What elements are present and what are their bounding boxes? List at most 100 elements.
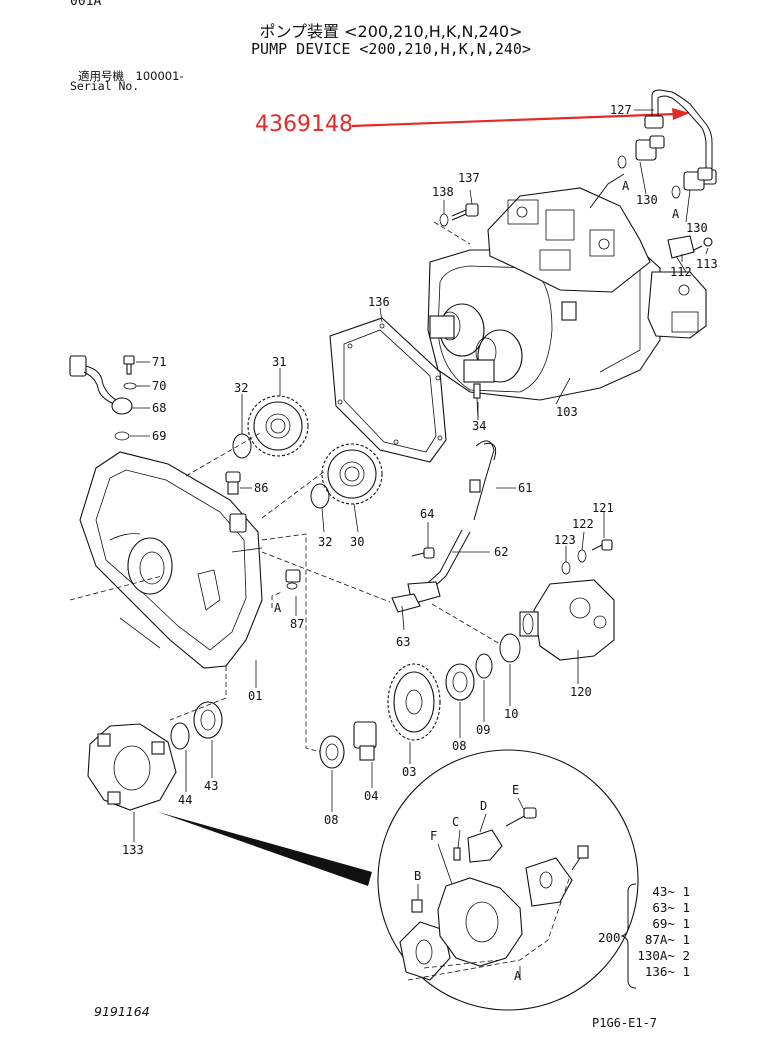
callout-03: 03 bbox=[402, 765, 416, 779]
kit-row: 136~ 1 bbox=[644, 964, 690, 979]
page-reference: P1G6-E1-7 bbox=[592, 1016, 658, 1030]
spider-element-detail[interactable] bbox=[437, 877, 523, 967]
callout-69: 69 bbox=[152, 429, 166, 443]
callout-ref-a-upper: A bbox=[622, 179, 630, 193]
callout-136: 136 bbox=[368, 295, 390, 309]
bearing-43[interactable] bbox=[193, 701, 223, 739]
callout-43: 43 bbox=[204, 779, 218, 793]
callout-70: 70 bbox=[152, 379, 166, 393]
serial-label-english: Serial No. bbox=[70, 79, 140, 93]
callout-34: 34 bbox=[472, 419, 486, 433]
callout-130-lower: 130 bbox=[686, 221, 708, 235]
callout-64: 64 bbox=[420, 507, 434, 521]
o-ring-123[interactable] bbox=[561, 561, 571, 575]
callout-113: 113 bbox=[696, 257, 718, 271]
pin-34[interactable] bbox=[473, 383, 481, 421]
gasket-63[interactable] bbox=[391, 593, 421, 613]
shaft-04[interactable] bbox=[353, 721, 377, 761]
coupling-block-detail[interactable] bbox=[453, 807, 537, 863]
bolt-113[interactable] bbox=[693, 237, 713, 251]
kit-number: 200 bbox=[598, 930, 621, 945]
gasket-136[interactable] bbox=[329, 317, 447, 463]
plug-87[interactable] bbox=[285, 569, 301, 590]
callout-130-upper: 130 bbox=[636, 193, 658, 207]
bearing-08-upper[interactable] bbox=[445, 663, 475, 701]
callout-120: 120 bbox=[570, 685, 592, 699]
snap-ring-44[interactable] bbox=[170, 722, 190, 750]
callout-87: 87 bbox=[290, 617, 304, 631]
bolt-137[interactable] bbox=[451, 203, 479, 221]
callout-ref-a-detail: A bbox=[514, 969, 522, 983]
gear-30[interactable] bbox=[321, 443, 383, 505]
callout-86: 86 bbox=[254, 481, 268, 495]
coupling-133[interactable] bbox=[87, 723, 177, 811]
kit-row: 130A~ 2 bbox=[637, 948, 690, 963]
callout-30: 30 bbox=[350, 535, 364, 549]
callout-122: 122 bbox=[572, 517, 594, 531]
callout-133: 133 bbox=[122, 843, 144, 857]
bolt-121[interactable] bbox=[591, 539, 613, 551]
elbow-fitting-130[interactable] bbox=[617, 135, 713, 199]
gear-31[interactable] bbox=[247, 395, 309, 457]
callout-08-lower: 08 bbox=[324, 813, 338, 827]
callout-137: 137 bbox=[458, 171, 480, 185]
washer-138[interactable] bbox=[439, 213, 449, 227]
callout-103: 103 bbox=[556, 405, 578, 419]
callout-138: 138 bbox=[432, 185, 454, 199]
snap-ring-10[interactable] bbox=[499, 633, 521, 663]
o-ring-69[interactable] bbox=[114, 431, 130, 441]
snap-ring-09[interactable] bbox=[475, 653, 493, 679]
washer-70[interactable] bbox=[123, 382, 137, 390]
bracket-112[interactable] bbox=[667, 235, 695, 273]
callout-08-upper: 08 bbox=[452, 739, 466, 753]
main-pump-103[interactable] bbox=[427, 173, 707, 401]
housing-01[interactable] bbox=[79, 451, 263, 669]
guide-pipe-62[interactable] bbox=[407, 529, 471, 605]
snap-ring-32-lower[interactable] bbox=[310, 483, 330, 509]
callout-71: 71 bbox=[152, 355, 166, 369]
sensor-68[interactable] bbox=[69, 355, 133, 415]
callout-121: 121 bbox=[592, 501, 614, 515]
highlight-arrow bbox=[351, 108, 690, 128]
serial-label-japanese: 適用号機 100001- bbox=[78, 69, 184, 83]
callout-63: 63 bbox=[396, 635, 410, 649]
kit-row: 69~ 1 bbox=[652, 916, 690, 931]
coupling-hub-detail[interactable] bbox=[399, 899, 451, 981]
snap-ring-32-upper[interactable] bbox=[232, 433, 252, 459]
bolt-64[interactable] bbox=[411, 547, 435, 559]
gear-pump-120[interactable] bbox=[519, 579, 615, 661]
callout-04: 04 bbox=[364, 789, 378, 803]
callout-10: 10 bbox=[504, 707, 518, 721]
callout-ref-f: F bbox=[430, 829, 437, 843]
bearing-08-lower[interactable] bbox=[319, 735, 345, 769]
kit-brace bbox=[620, 883, 637, 989]
gear-03[interactable] bbox=[387, 663, 441, 741]
callout-32-lower: 32 bbox=[318, 535, 332, 549]
kit-contents-table: 43~ 1 63~ 1 69~ 1 87A~ 1 130A~ 2 136~ 1 bbox=[634, 884, 690, 980]
callout-ref-e: E bbox=[512, 783, 519, 797]
callout-112: 112 bbox=[670, 265, 692, 279]
highlighted-part-number[interactable]: 4369148 bbox=[255, 112, 353, 137]
kit-row: 43~ 1 bbox=[652, 884, 690, 899]
washer-122[interactable] bbox=[577, 549, 587, 563]
page-title-japanese: ポンプ装置 <200,210,H,K,N,240> bbox=[259, 22, 523, 41]
callout-01: 01 bbox=[248, 689, 262, 703]
page-code: 001A bbox=[70, 0, 102, 9]
callout-ref-a-housing: A bbox=[274, 601, 282, 615]
callout-62: 62 bbox=[494, 545, 508, 559]
callout-68: 68 bbox=[152, 401, 166, 415]
drawing-number: 9191164 bbox=[94, 1004, 150, 1019]
callout-123: 123 bbox=[554, 533, 576, 547]
kit-row: 87A~ 1 bbox=[644, 932, 690, 947]
callout-61: 61 bbox=[518, 481, 532, 495]
dipstick-61[interactable] bbox=[469, 440, 497, 521]
kit-row: 63~ 1 bbox=[652, 900, 690, 915]
plug-86[interactable] bbox=[225, 471, 241, 495]
leader-lines bbox=[69, 109, 709, 981]
callout-ref-d: D bbox=[480, 799, 487, 813]
page-title-english: PUMP DEVICE <200,210,H,K,N,240> bbox=[251, 40, 531, 58]
bolt-71[interactable] bbox=[123, 355, 135, 375]
coupling-jaw-detail[interactable] bbox=[525, 845, 589, 907]
callout-09: 09 bbox=[476, 723, 490, 737]
callout-32-upper: 32 bbox=[234, 381, 248, 395]
